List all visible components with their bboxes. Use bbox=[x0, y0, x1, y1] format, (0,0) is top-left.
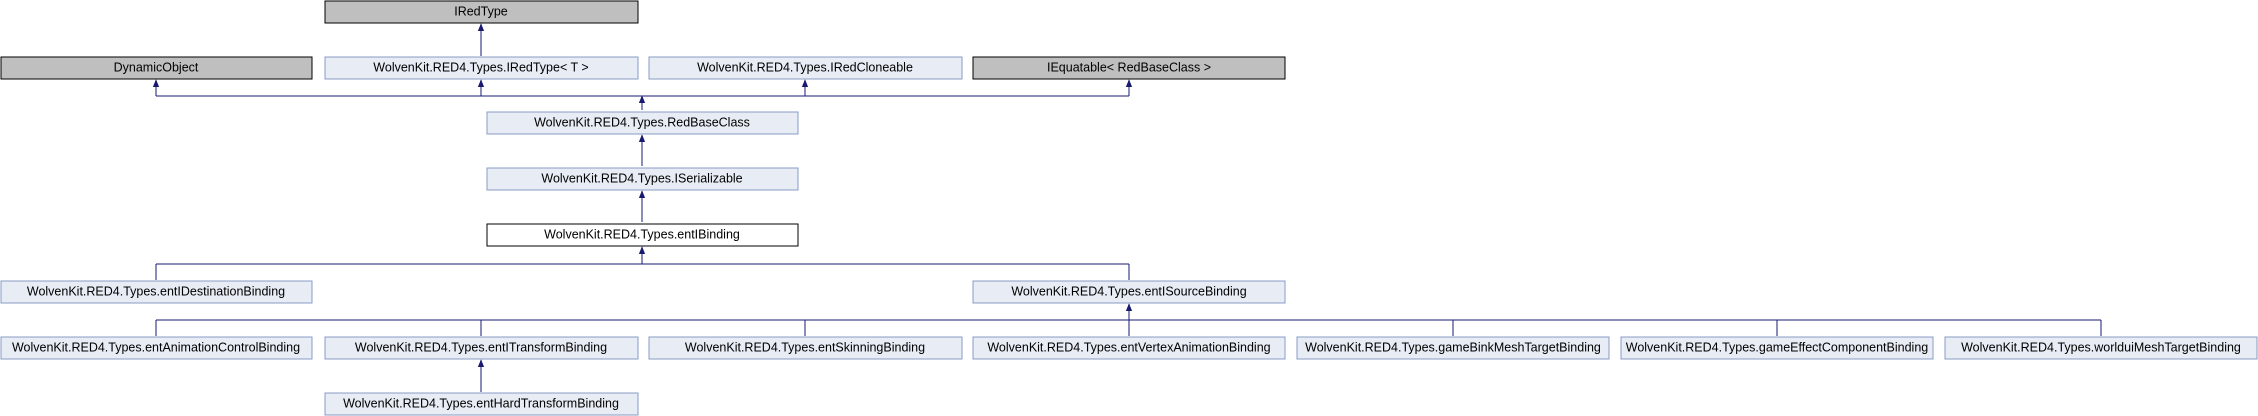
svg-text:WolvenKit.RED4.Types.RedBaseCl: WolvenKit.RED4.Types.RedBaseClass bbox=[534, 116, 750, 130]
node-entvertexanimationbinding[interactable]: WolvenKit.RED4.Types.entVertexAnimationB… bbox=[972, 336, 1286, 360]
svg-text:DynamicObject: DynamicObject bbox=[114, 61, 199, 75]
svg-text:WolvenKit.RED4.Types.worlduiMe: WolvenKit.RED4.Types.worlduiMeshTargetBi… bbox=[1961, 341, 2241, 355]
svg-text:WolvenKit.RED4.Types.entHardTr: WolvenKit.RED4.Types.entHardTransformBin… bbox=[343, 397, 619, 411]
svg-text:WolvenKit.RED4.Types.entSkinni: WolvenKit.RED4.Types.entSkinningBinding bbox=[685, 341, 925, 355]
node-iredtype-t[interactable]: WolvenKit.RED4.Types.IRedType< T > bbox=[324, 56, 639, 80]
node-entibinding[interactable]: WolvenKit.RED4.Types.entIBinding bbox=[486, 223, 799, 247]
svg-text:WolvenKit.RED4.Types.entAnimat: WolvenKit.RED4.Types.entAnimationControl… bbox=[12, 341, 300, 355]
svg-text:WolvenKit.RED4.Types.entIDesti: WolvenKit.RED4.Types.entIDestinationBind… bbox=[27, 285, 285, 299]
node-entidestinationbinding[interactable]: WolvenKit.RED4.Types.entIDestinationBind… bbox=[0, 280, 313, 304]
node-iserializable[interactable]: WolvenKit.RED4.Types.ISerializable bbox=[486, 167, 799, 191]
node-iequatable[interactable]: IEquatable< RedBaseClass > bbox=[972, 56, 1286, 80]
svg-text:WolvenKit.RED4.Types.entISourc: WolvenKit.RED4.Types.entISourceBinding bbox=[1011, 285, 1246, 299]
svg-text:WolvenKit.RED4.Types.IRedType<: WolvenKit.RED4.Types.IRedType< T > bbox=[373, 61, 588, 75]
svg-text:WolvenKit.RED4.Types.entVertex: WolvenKit.RED4.Types.entVertexAnimationB… bbox=[987, 341, 1270, 355]
node-worlduimeshtargetbinding[interactable]: WolvenKit.RED4.Types.worlduiMeshTargetBi… bbox=[1944, 336, 2258, 360]
node-dynamicobject[interactable]: DynamicObject bbox=[0, 56, 313, 80]
inheritance-edges bbox=[152, 23, 2102, 392]
svg-text:WolvenKit.RED4.Types.entIBindi: WolvenKit.RED4.Types.entIBinding bbox=[544, 228, 740, 242]
node-iredcloneable[interactable]: WolvenKit.RED4.Types.IRedCloneable bbox=[648, 56, 963, 80]
svg-text:WolvenKit.RED4.Types.ISerializ: WolvenKit.RED4.Types.ISerializable bbox=[541, 172, 742, 186]
svg-text:IEquatable< RedBaseClass >: IEquatable< RedBaseClass > bbox=[1047, 61, 1211, 75]
node-entskinningbinding[interactable]: WolvenKit.RED4.Types.entSkinningBinding bbox=[648, 336, 963, 360]
svg-text:IRedType: IRedType bbox=[454, 5, 508, 19]
svg-text:WolvenKit.RED4.Types.gameBinkM: WolvenKit.RED4.Types.gameBinkMeshTargetB… bbox=[1305, 341, 1601, 355]
node-iredtype[interactable]: IRedType bbox=[324, 0, 639, 24]
node-redbaseclass[interactable]: WolvenKit.RED4.Types.RedBaseClass bbox=[486, 111, 799, 135]
svg-text:WolvenKit.RED4.Types.gameEffec: WolvenKit.RED4.Types.gameEffectComponent… bbox=[1626, 341, 1929, 355]
node-entitransformbinding[interactable]: WolvenKit.RED4.Types.entITransformBindin… bbox=[324, 336, 639, 360]
svg-text:WolvenKit.RED4.Types.IRedClone: WolvenKit.RED4.Types.IRedCloneable bbox=[697, 61, 913, 75]
node-gamebinkmeshtargetbinding[interactable]: WolvenKit.RED4.Types.gameBinkMeshTargetB… bbox=[1296, 336, 1610, 360]
svg-text:WolvenKit.RED4.Types.entITrans: WolvenKit.RED4.Types.entITransformBindin… bbox=[355, 341, 607, 355]
node-gameeffectcomponentbinding[interactable]: WolvenKit.RED4.Types.gameEffectComponent… bbox=[1620, 336, 1934, 360]
node-entanimationcontrolbinding[interactable]: WolvenKit.RED4.Types.entAnimationControl… bbox=[0, 336, 313, 360]
node-enthardtransformbinding[interactable]: WolvenKit.RED4.Types.entHardTransformBin… bbox=[324, 392, 639, 416]
node-entisourcebinding[interactable]: WolvenKit.RED4.Types.entISourceBinding bbox=[972, 280, 1286, 304]
